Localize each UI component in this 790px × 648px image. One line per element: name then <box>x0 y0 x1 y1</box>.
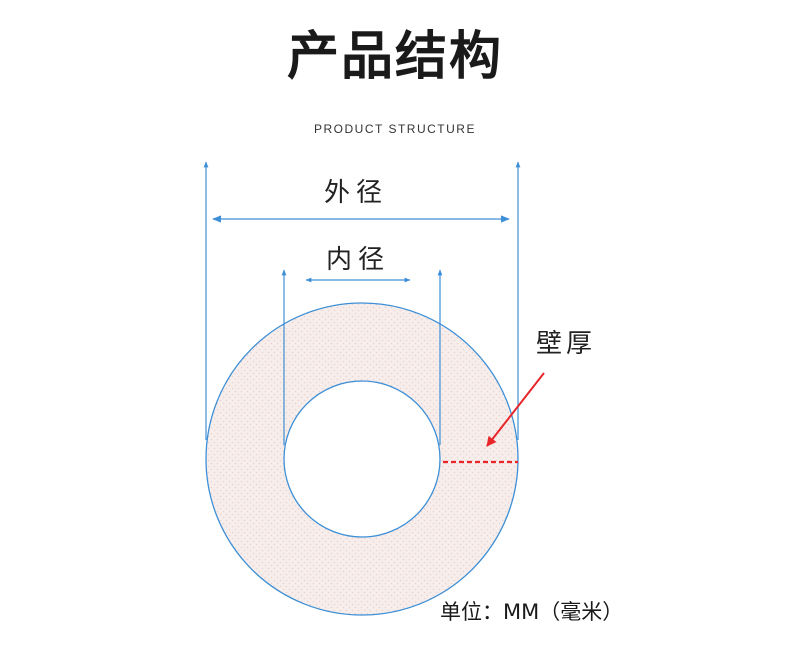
wall-thickness-arrow <box>486 372 545 447</box>
outer-diameter-label: 外径 <box>324 178 388 208</box>
unit-note: 单位：MM（毫米） <box>440 600 624 624</box>
page-title: 产品结构 <box>286 27 503 87</box>
wall-thickness-label: 壁厚 <box>536 329 596 359</box>
inner-circle <box>283 380 441 538</box>
outer-circle <box>205 302 519 616</box>
tube-wall-ring <box>205 302 519 616</box>
inner-diameter-label: 内径 <box>326 245 390 275</box>
page-subtitle: PRODUCT STRUCTURE <box>314 122 476 136</box>
